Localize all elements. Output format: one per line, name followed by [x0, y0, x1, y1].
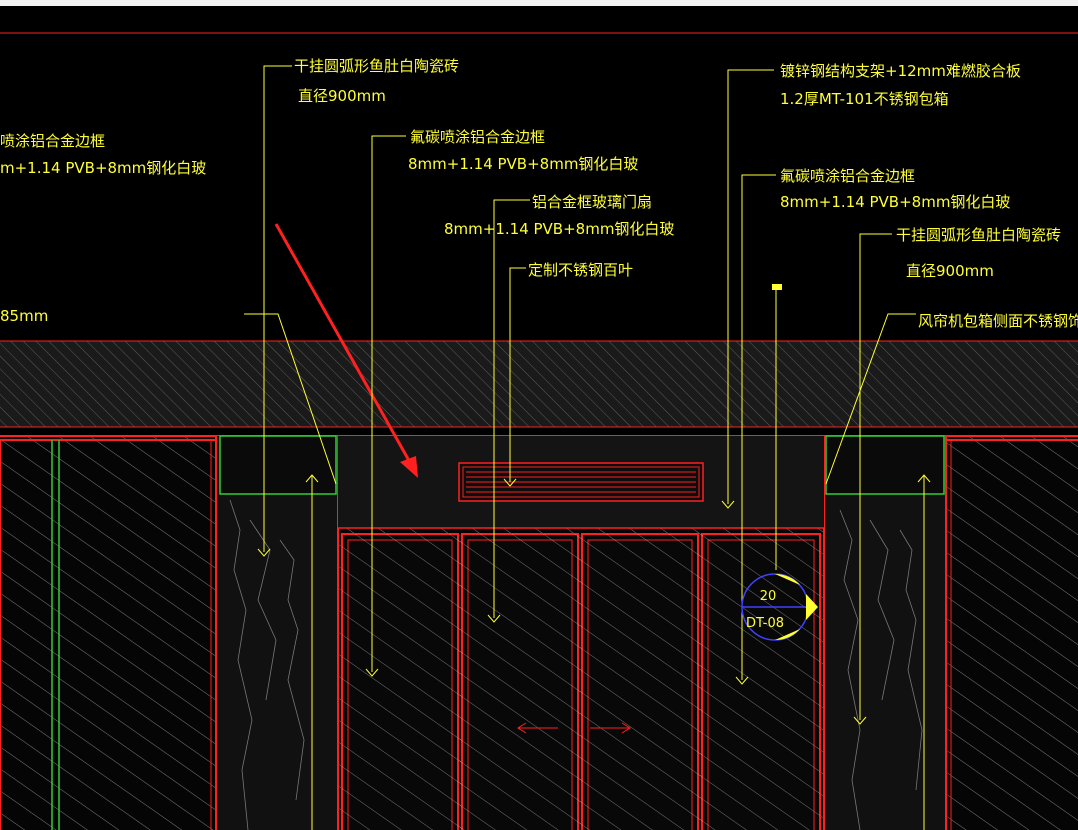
leader-marker	[772, 284, 782, 290]
note-steel-frame-2: 1.2厚MT-101不锈钢包箱	[780, 90, 949, 108]
note-air-curtain-box: 风帘机包箱侧面不锈钢饰面	[918, 312, 1078, 330]
red-pointer-arrow	[274, 223, 418, 478]
note-aluminum-frame-right-2: 8mm+1.14 PVB+8mm钢化白玻	[780, 193, 1010, 211]
annotations: 干挂圆弧形鱼肚白陶瓷砖 直径900mm 镀锌钢结构支架+12mm难燃胶合板 1.…	[0, 57, 1078, 330]
door-opening-arrows	[517, 722, 631, 734]
note-aluminum-frame-left-2: m+1.14 PVB+8mm钢化白玻	[0, 159, 206, 177]
note-aluminum-frame-center-2: 8mm+1.14 PVB+8mm钢化白玻	[408, 155, 638, 173]
right-ceramic-column	[823, 435, 947, 830]
ceiling-band	[0, 340, 1078, 428]
leader-lines	[244, 65, 931, 830]
note-ceramic-tile-right-2: 直径900mm	[906, 262, 994, 280]
note-ceramic-tile-left-2: 直径900mm	[298, 87, 386, 105]
cad-drawing-canvas[interactable]: 20 DT-08 干挂圆弧形鱼肚白陶瓷砖 直径900mm 镀锌钢结构支架+12m…	[0, 6, 1078, 830]
section-marker[interactable]: 20 DT-08	[741, 573, 818, 641]
left-ceramic-column	[215, 435, 339, 830]
note-glass-door-leaf-2: 8mm+1.14 PVB+8mm钢化白玻	[444, 220, 674, 238]
note-aluminum-frame-left-1: 喷涂铝合金边框	[0, 132, 105, 150]
window-top-bar	[0, 0, 1078, 6]
glass-door-panels	[341, 533, 821, 830]
note-aluminum-frame-center-1: 氟碳喷涂铝合金边框	[410, 128, 545, 146]
note-ceramic-tile-right-1: 干挂圆弧形鱼肚白陶瓷砖	[896, 226, 1061, 244]
note-ceramic-tile-left-1: 干挂圆弧形鱼肚白陶瓷砖	[294, 57, 459, 75]
section-number: 20	[760, 589, 777, 604]
section-ref: DT-08	[746, 616, 784, 631]
stainless-louver	[458, 462, 704, 502]
note-aluminum-frame-right-1: 氟碳喷涂铝合金边框	[780, 167, 915, 185]
note-louver: 定制不锈钢百叶	[528, 261, 633, 279]
note-steel-frame-1: 镀锌钢结构支架+12mm难燃胶合板	[780, 62, 1021, 80]
note-glass-door-leaf-1: 铝合金框玻璃门扇	[532, 193, 652, 211]
note-dimension-left: 85mm	[0, 307, 48, 325]
